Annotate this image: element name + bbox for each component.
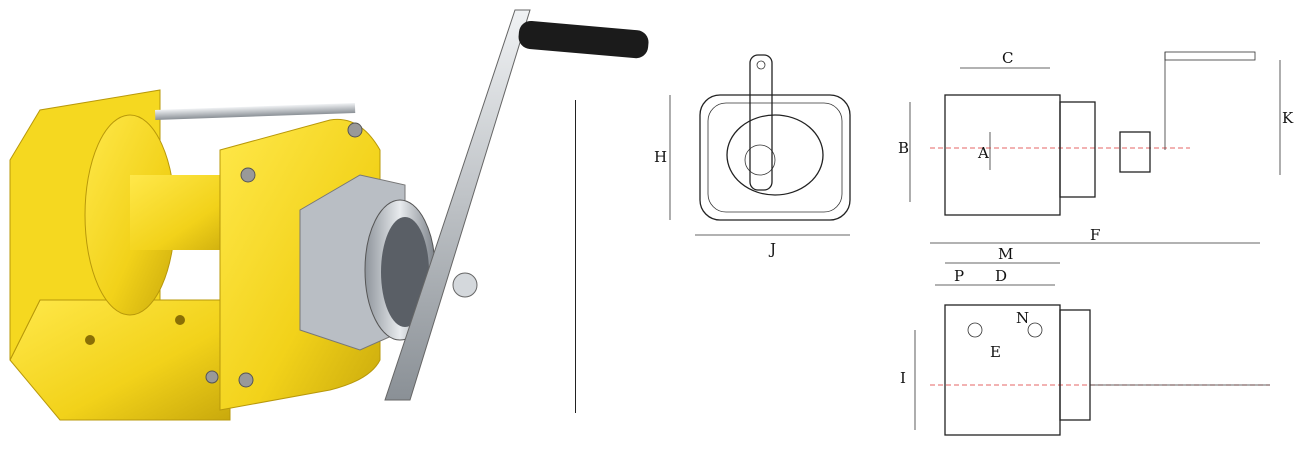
crank-handle-bar	[384, 9, 531, 401]
top-view-drawing: M P D N E I	[900, 245, 1270, 436]
wing-nut	[452, 272, 478, 298]
base-plate	[9, 299, 231, 421]
tie-rod	[155, 103, 356, 120]
crank-grip	[518, 21, 649, 59]
winch-photo	[9, 9, 649, 421]
dim-label-P: P	[954, 267, 964, 285]
side-view-drawing: C B A K F	[898, 49, 1294, 244]
dim-label-H: H	[654, 148, 667, 166]
dim-label-D: D	[995, 267, 1007, 285]
dim-label-B: B	[898, 139, 909, 157]
dim-label-A: A	[977, 144, 989, 162]
dim-label-M: M	[998, 245, 1013, 263]
dim-label-N: N	[1016, 309, 1029, 327]
dim-label-E: E	[990, 343, 1001, 361]
dim-label-J: J	[768, 240, 776, 258]
divider-line	[575, 100, 576, 413]
dim-label-K: K	[1282, 109, 1294, 127]
front-view-drawing: H J	[654, 54, 851, 258]
dim-label-C: C	[1002, 49, 1013, 67]
dim-label-I: I	[900, 369, 906, 387]
dim-label-F: F	[1090, 226, 1100, 244]
